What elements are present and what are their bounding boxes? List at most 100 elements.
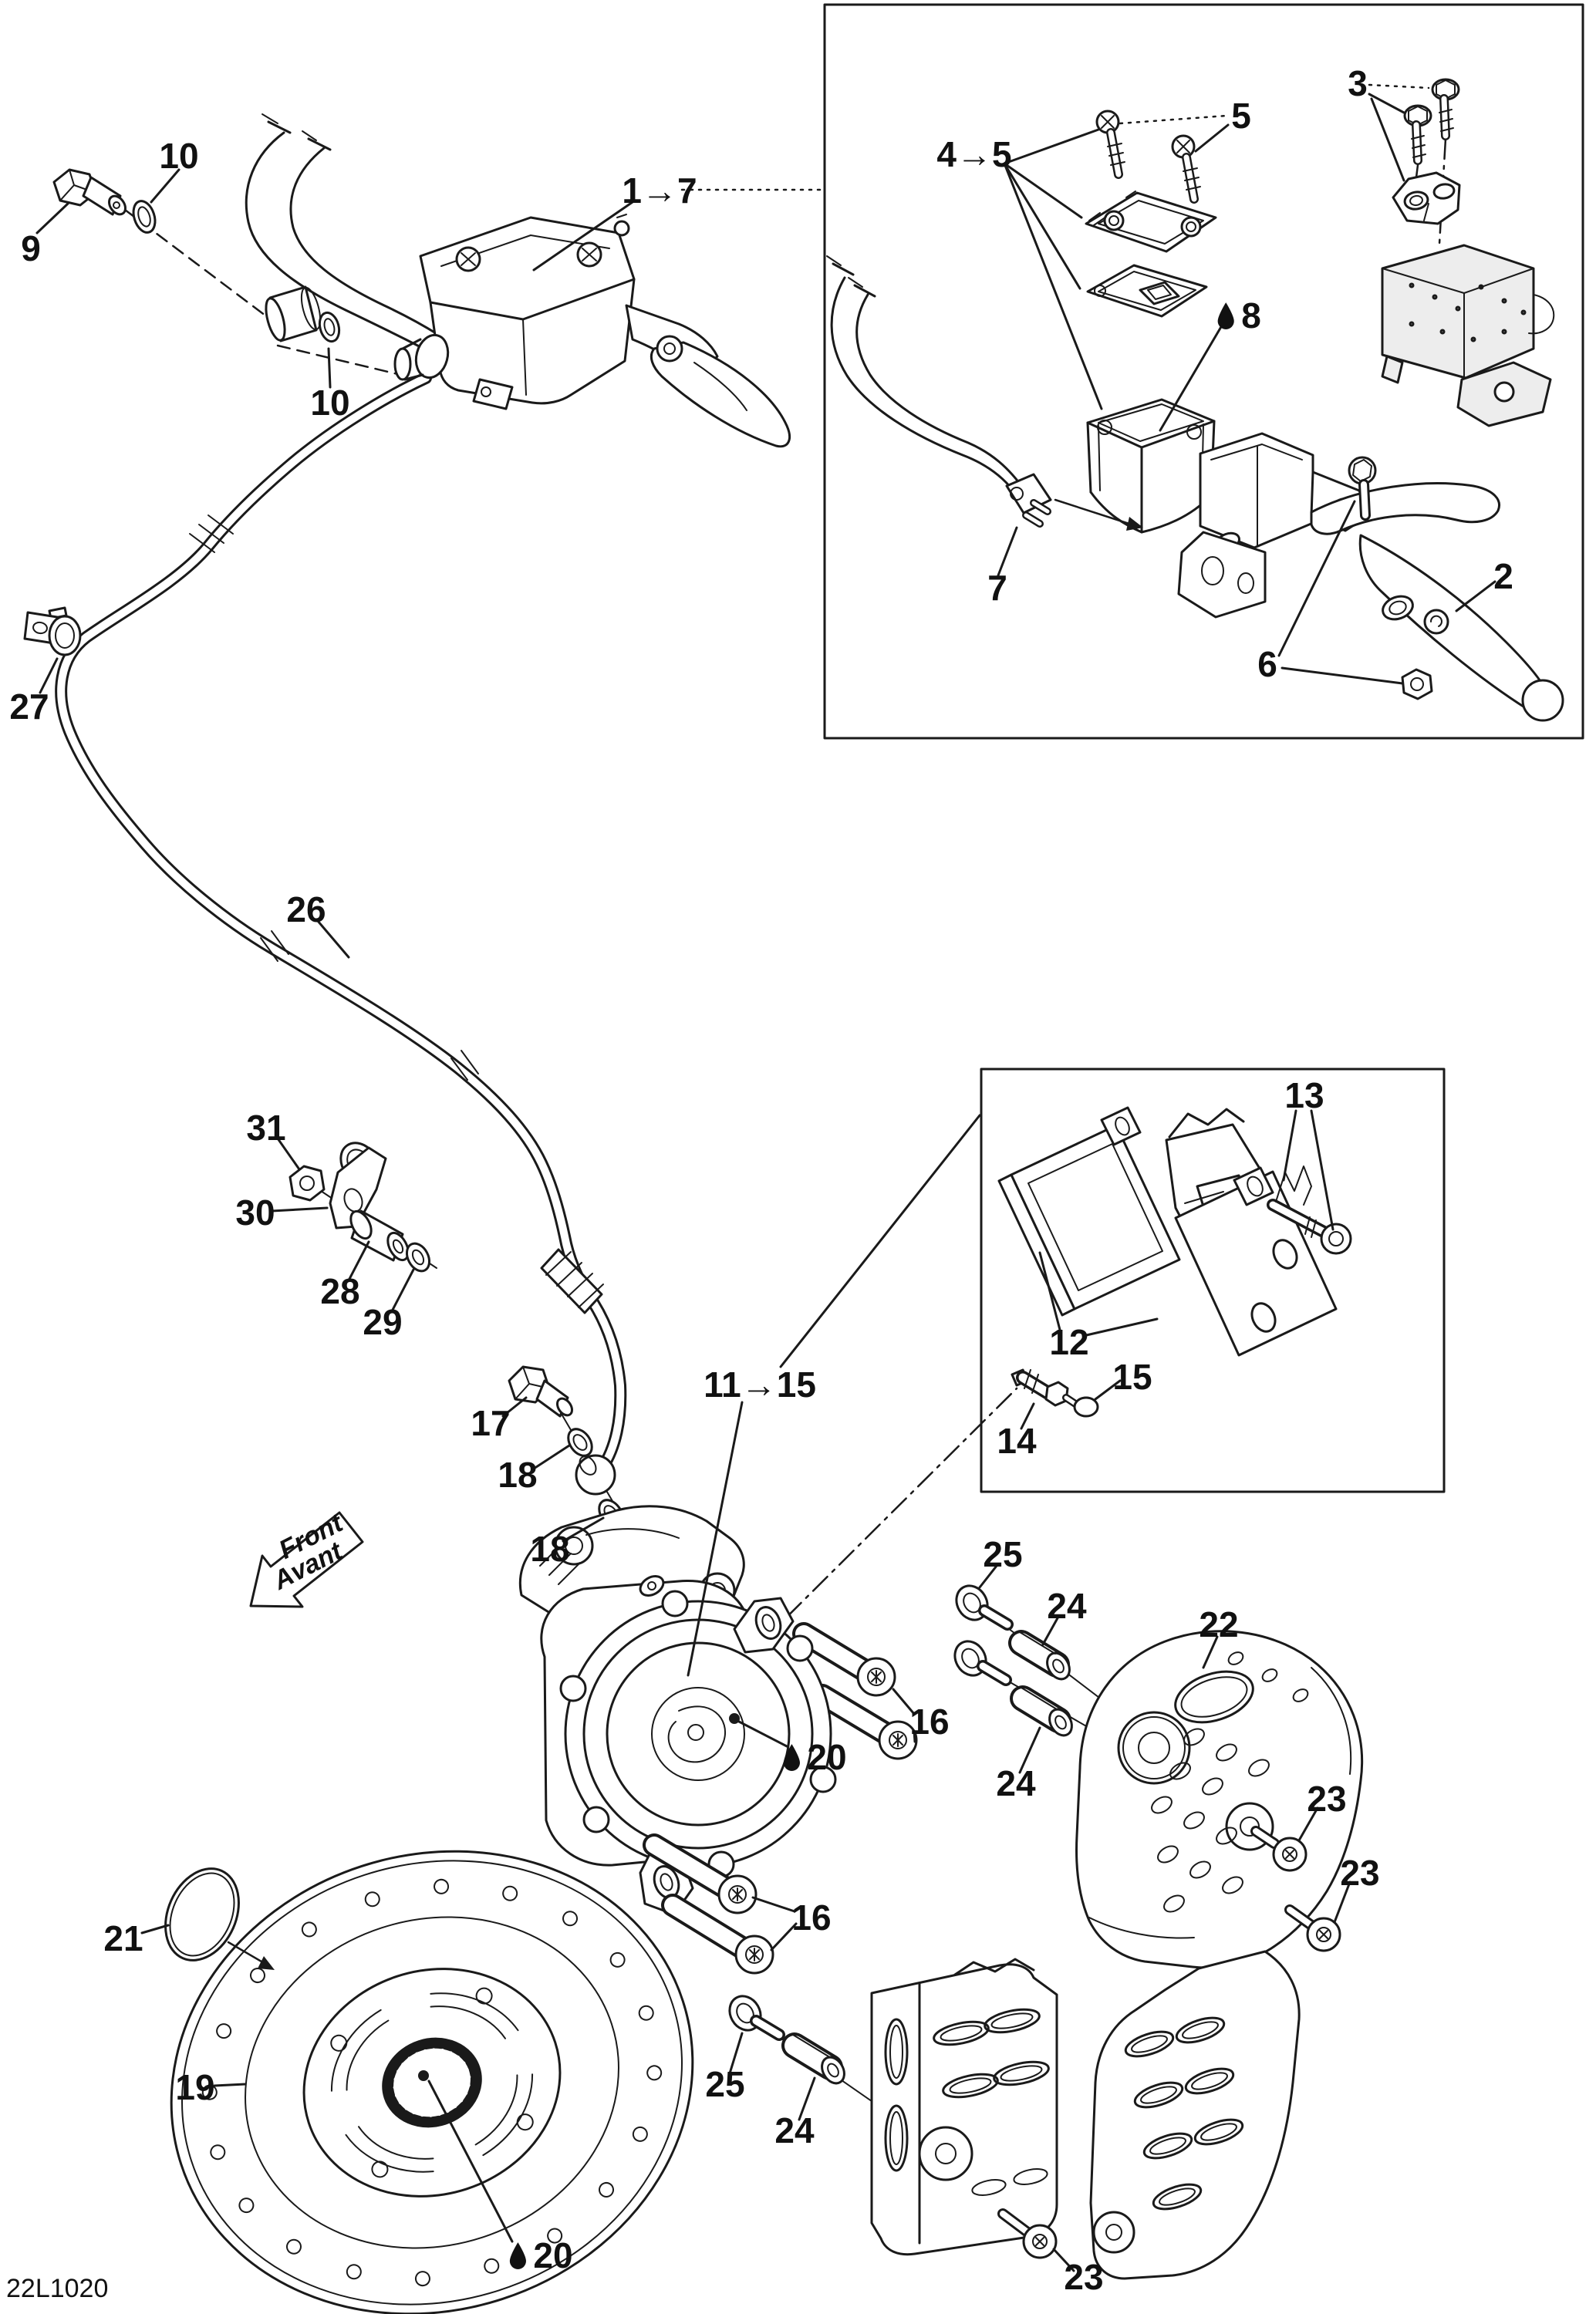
brake-disc (170, 1850, 694, 2314)
detail-inset-box-master-cylinder (823, 3, 1584, 740)
callout-number: 2 (1493, 556, 1513, 596)
callout-22: 22 (1199, 1607, 1238, 1642)
callout-18b: 18 (530, 1531, 569, 1567)
callout-number: 30 (235, 1192, 275, 1233)
callout-25a: 25 (983, 1536, 1022, 1572)
callout-29: 29 (363, 1304, 402, 1340)
callout-number: 1→7 (622, 170, 697, 211)
callout-15: 15 (1112, 1359, 1152, 1395)
callout-number: 3 (1348, 63, 1368, 103)
callout-5: 5 (1231, 98, 1251, 133)
callout-20b: 20 (507, 2235, 573, 2275)
callout-24b: 24 (996, 1766, 1035, 1801)
callout-number: 10 (310, 383, 350, 423)
callout-number: 22 (1199, 1604, 1239, 1644)
fluid-drop-icon (783, 1744, 800, 1771)
callout-number: 18 (530, 1529, 570, 1569)
detail-inset-box-brake-pads (980, 1068, 1446, 1493)
callout-number: 24 (1047, 1586, 1087, 1626)
callout-4-5: 4→5 (936, 137, 1011, 172)
hose-bracket-group (288, 1142, 431, 1273)
callout-31: 31 (246, 1110, 285, 1145)
callout-9: 9 (21, 231, 41, 266)
callout-number: 7 (987, 568, 1007, 608)
callout-6: 6 (1257, 646, 1277, 682)
guard-lower-wing (1089, 1950, 1301, 2280)
callout-number: 16 (791, 1897, 832, 1938)
banjo-bolt-9 (52, 168, 127, 216)
callout-number: 17 (471, 1403, 511, 1443)
callout-number: 20 (807, 1737, 847, 1777)
callout-17: 17 (471, 1405, 510, 1441)
fluid-drop-icon (509, 2242, 526, 2269)
callout-number: 25 (983, 1534, 1023, 1574)
guard-bolt-lower (728, 1995, 845, 2085)
callout-number: 26 (286, 889, 326, 929)
callout-number: 21 (103, 1918, 143, 1958)
callout-number: 24 (996, 1763, 1036, 1803)
callout-3: 3 (1348, 66, 1368, 101)
callout-12: 12 (1049, 1324, 1088, 1360)
callout-16a: 16 (909, 1704, 949, 1739)
callout-28: 28 (320, 1273, 359, 1309)
callout-10a: 10 (159, 138, 198, 174)
callout-number: 18 (498, 1455, 538, 1495)
callout-18a: 18 (498, 1457, 537, 1493)
callout-number: 11→15 (704, 1364, 816, 1405)
caliper-bolts-lower (643, 1833, 774, 1975)
callout-24a: 24 (1047, 1588, 1086, 1624)
callout-16b: 16 (791, 1900, 831, 1935)
callout-8: 8 (1215, 298, 1261, 333)
callout-number: 8 (1241, 295, 1261, 336)
callout-7: 7 (987, 570, 1007, 605)
callout-2: 2 (1493, 558, 1513, 594)
callout-number: 23 (1340, 1853, 1380, 1893)
leader-lines (35, 83, 1496, 2272)
callout-number: 6 (1257, 644, 1277, 684)
callout-number: 5 (1231, 96, 1251, 136)
callout-number: 28 (320, 1271, 360, 1311)
callout-number: 19 (175, 2067, 215, 2107)
callout-21: 21 (103, 1921, 143, 1956)
callout-number: 12 (1049, 1322, 1089, 1362)
hose-end-sleeve (265, 285, 322, 342)
callout-number: 24 (774, 2110, 815, 2150)
callout-27: 27 (9, 689, 49, 724)
callout-13: 13 (1284, 1078, 1324, 1113)
callout-23b: 23 (1340, 1855, 1379, 1891)
fluid-drop-icon (1217, 302, 1234, 329)
guard-bolts-upper (953, 1584, 1073, 1737)
callout-number: 10 (159, 136, 199, 176)
callout-24c: 24 (774, 2113, 814, 2148)
gasket-ring-10b (318, 311, 341, 343)
hose-clamp (23, 606, 82, 656)
callout-number: 15 (1112, 1357, 1152, 1397)
callout-number: 25 (705, 2064, 745, 2104)
callout-number: 29 (363, 1302, 403, 1342)
callout-23a: 23 (1307, 1781, 1346, 1816)
callout-number: 31 (246, 1108, 286, 1148)
caliper-bolts-upper (792, 1622, 918, 1760)
callout-14: 14 (997, 1423, 1036, 1459)
callout-number: 4→5 (936, 134, 1012, 174)
callout-number: 20 (533, 2235, 573, 2275)
inset-master-cylinder-detail (826, 78, 1564, 722)
callout-30: 30 (235, 1195, 275, 1230)
callout-number: 16 (909, 1702, 950, 1742)
callout-25b: 25 (705, 2066, 744, 2102)
callout-number: 14 (997, 1421, 1037, 1461)
callout-number: 23 (1307, 1779, 1347, 1819)
callout-19: 19 (175, 2069, 214, 2105)
front-master-cylinder (245, 113, 791, 448)
callout-20a: 20 (781, 1737, 847, 1777)
callout-number: 9 (21, 228, 41, 268)
callout-10b: 10 (310, 385, 349, 420)
inset-brake-pads-detail (997, 1106, 1352, 1418)
callout-26: 26 (286, 892, 326, 927)
document-code: 22L1020 (6, 2274, 109, 2303)
callout-1-7: 1→7 (622, 173, 697, 208)
backing-plate (870, 1958, 1058, 2256)
